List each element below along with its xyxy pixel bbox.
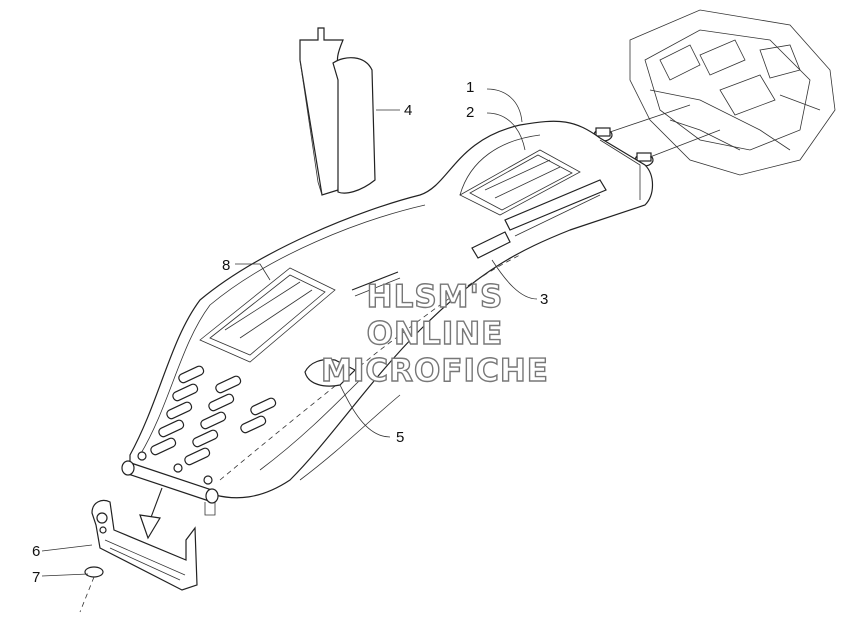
screw (79, 566, 104, 613)
callout-4: 4 (404, 102, 412, 119)
leader-lines (41, 88, 538, 577)
louver-vents (150, 365, 277, 466)
latch-bracket (91, 499, 198, 591)
steering-post-assembly (629, 9, 836, 176)
callout-1: 1 (466, 79, 474, 96)
watermark-line-2: ONLINE (367, 316, 504, 352)
decal-lower (199, 267, 336, 363)
center-slot (351, 271, 401, 297)
watermark: HLSM'S ONLINE MICROFICHE (320, 278, 549, 389)
hand-grip (299, 27, 376, 196)
watermark-line-3: MICROFICHE (321, 353, 549, 389)
watermark-line-1: HLSM'S (367, 279, 504, 315)
callout-8: 8 (222, 257, 230, 274)
callout-5: 5 (396, 429, 404, 446)
callout-6: 6 (32, 543, 40, 560)
install-arrow (139, 487, 163, 540)
decal-upper (459, 149, 581, 216)
callout-3: 3 (540, 291, 548, 308)
hinge-bar (121, 451, 219, 516)
grip-pad (304, 358, 357, 387)
callout-2: 2 (466, 104, 474, 121)
callout-labels: 1 2 3 4 5 6 7 8 (32, 79, 548, 586)
decal-strip (471, 179, 607, 259)
callout-7: 7 (32, 569, 40, 586)
